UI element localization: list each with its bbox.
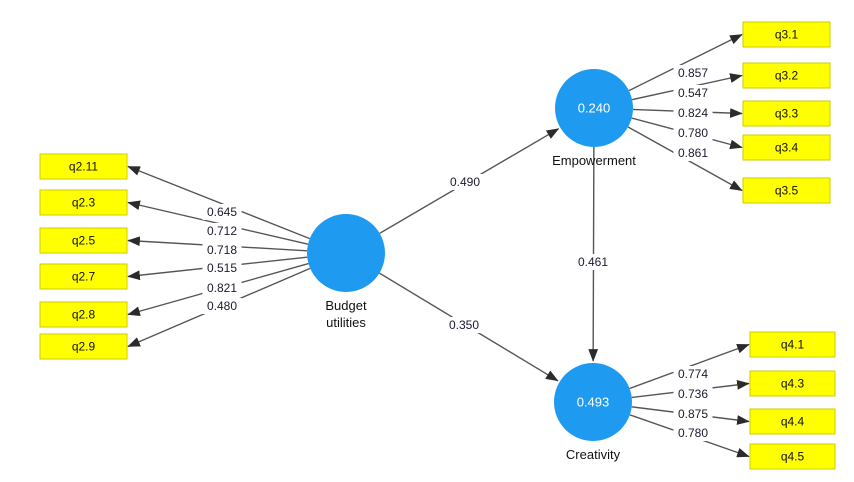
loading-label-q3.1-backdrop	[673, 65, 713, 81]
indicator-box-q3.2[interactable]: q3.2	[742, 62, 831, 89]
loading-label-q2.7: 0.515	[207, 261, 237, 275]
indicator-label: q2.3	[72, 196, 96, 210]
indicator-box-q3.1[interactable]: q3.1	[742, 21, 831, 48]
loading-label-q4.3: 0.736	[678, 387, 708, 401]
indicator-rect	[39, 333, 128, 360]
indicator-box-q4.3[interactable]: q4.3	[749, 370, 836, 397]
loading-label-q2.8: 0.821	[207, 281, 237, 295]
measurement-arrow-q2.11	[127, 165, 311, 240]
loading-label-q4.1: 0.774	[678, 367, 708, 381]
construct-circle	[307, 214, 385, 292]
loading-label-q2.7-backdrop	[202, 260, 242, 276]
indicator-box-q2.9[interactable]: q2.9	[39, 333, 128, 360]
indicator-rect	[39, 301, 128, 328]
indicator-box-q3.3[interactable]: q3.3	[742, 100, 831, 127]
indicator-box-q4.4[interactable]: q4.4	[749, 408, 836, 435]
path-coefficient-budget-to-empowerment: 0.490	[450, 175, 480, 189]
loading-label-q2.3-backdrop	[202, 223, 242, 239]
construct-r2-value: 0.240	[578, 100, 611, 115]
loading-label-q3.3: 0.824	[678, 106, 708, 120]
construct-node-empowerment[interactable]: 0.240	[555, 69, 633, 147]
loading-label-q2.9: 0.480	[207, 299, 237, 313]
construct-circle	[554, 363, 632, 441]
indicator-rect	[742, 62, 831, 89]
indicator-label: q4.3	[781, 377, 805, 391]
construct-label-line-2: utilities	[326, 315, 366, 330]
indicator-rect	[742, 21, 831, 48]
construct-label-line-1: Budget	[325, 298, 367, 313]
indicator-rect	[742, 177, 831, 204]
path-coefficient-empowerment-to-creativity: 0.461	[578, 255, 608, 269]
loading-label-q2.5-backdrop	[202, 242, 242, 258]
indicator-label: q3.5	[775, 184, 799, 198]
loading-label-q3.2: 0.547	[678, 86, 708, 100]
loading-label-q2.11: 0.645	[207, 205, 237, 219]
loading-label-q2.9-backdrop	[202, 298, 242, 314]
indicator-box-q2.5[interactable]: q2.5	[39, 227, 128, 254]
loading-label-q3.4: 0.780	[678, 126, 708, 140]
measurement-arrow-q3.1	[628, 33, 743, 92]
indicator-box-q4.5[interactable]: q4.5	[749, 443, 836, 470]
loading-label-q2.5: 0.718	[207, 243, 237, 257]
indicator-rect	[39, 263, 128, 290]
indicator-label: q3.4	[775, 141, 799, 155]
indicator-label: q4.4	[781, 415, 805, 429]
loading-label-q2.8-backdrop	[202, 280, 242, 296]
indicator-label: q4.5	[781, 450, 805, 464]
loading-label-q3.4-backdrop	[673, 125, 713, 141]
indicator-rect	[742, 100, 831, 127]
construct-node-budget[interactable]	[307, 214, 385, 292]
indicator-rect	[39, 227, 128, 254]
loading-label-q4.3-backdrop	[673, 386, 713, 402]
loading-label-q3.3-backdrop	[673, 105, 713, 121]
path-coefficient-budget-to-empowerment-backdrop	[445, 174, 485, 190]
indicator-rect	[39, 189, 128, 216]
indicator-label: q2.8	[72, 308, 96, 322]
loading-label-q4.4-backdrop	[673, 406, 713, 422]
path-coefficient-budget-to-creativity-backdrop	[444, 317, 484, 333]
indicator-rect	[749, 370, 836, 397]
indicator-rect	[749, 443, 836, 470]
loading-label-q3.1: 0.857	[678, 66, 708, 80]
indicator-label: q2.7	[72, 270, 96, 284]
indicator-label: q2.11	[69, 160, 98, 174]
indicator-box-q2.7[interactable]: q2.7	[39, 263, 128, 290]
construct-node-creativity[interactable]: 0.493	[554, 363, 632, 441]
loading-label-q3.5-backdrop	[673, 145, 713, 161]
loading-label-q2.3: 0.712	[207, 224, 237, 238]
construct-label-budget: Budget utilities	[325, 298, 367, 330]
indicator-label: q3.2	[775, 69, 799, 83]
indicator-rect	[749, 408, 836, 435]
loading-label-q4.4: 0.875	[678, 407, 708, 421]
construct-circle	[555, 69, 633, 147]
indicator-rect	[742, 134, 831, 161]
indicator-label: q2.9	[72, 340, 96, 354]
path-coefficient-empowerment-to-creativity-backdrop	[573, 254, 613, 270]
path-coefficient-budget-to-creativity: 0.350	[449, 318, 479, 332]
loading-label-q2.11-backdrop	[202, 204, 242, 220]
loading-label-q4.5-backdrop	[673, 425, 713, 441]
nodes-layer: q2.11 q2.3 q2.5 q2.7 q2.8 q2.9 q3.1 q3.2 q3.3 q3.…	[39, 21, 836, 470]
loading-label-q4.1-backdrop	[673, 366, 713, 382]
indicator-box-q4.1[interactable]: q4.1	[749, 331, 836, 358]
loading-label-q4.5: 0.780	[678, 426, 708, 440]
construct-label-creativity: Creativity	[566, 447, 621, 462]
indicator-rect	[39, 153, 128, 180]
indicator-box-q3.4[interactable]: q3.4	[742, 134, 831, 161]
loading-label-q3.2-backdrop	[673, 85, 713, 101]
loading-label-q3.5: 0.861	[678, 146, 708, 160]
indicator-label: q2.5	[72, 234, 96, 248]
construct-r2-value: 0.493	[577, 394, 610, 409]
indicator-label: q3.3	[775, 107, 799, 121]
indicator-box-q3.5[interactable]: q3.5	[742, 177, 831, 204]
indicator-box-q2.11[interactable]: q2.11	[39, 153, 128, 180]
indicator-label: q4.1	[781, 338, 805, 352]
indicator-box-q2.8[interactable]: q2.8	[39, 301, 128, 328]
indicator-box-q2.3[interactable]: q2.3	[39, 189, 128, 216]
indicator-label: q3.1	[775, 28, 799, 42]
indicator-rect	[749, 331, 836, 358]
construct-label-empowerment: Empowerment	[552, 153, 636, 168]
